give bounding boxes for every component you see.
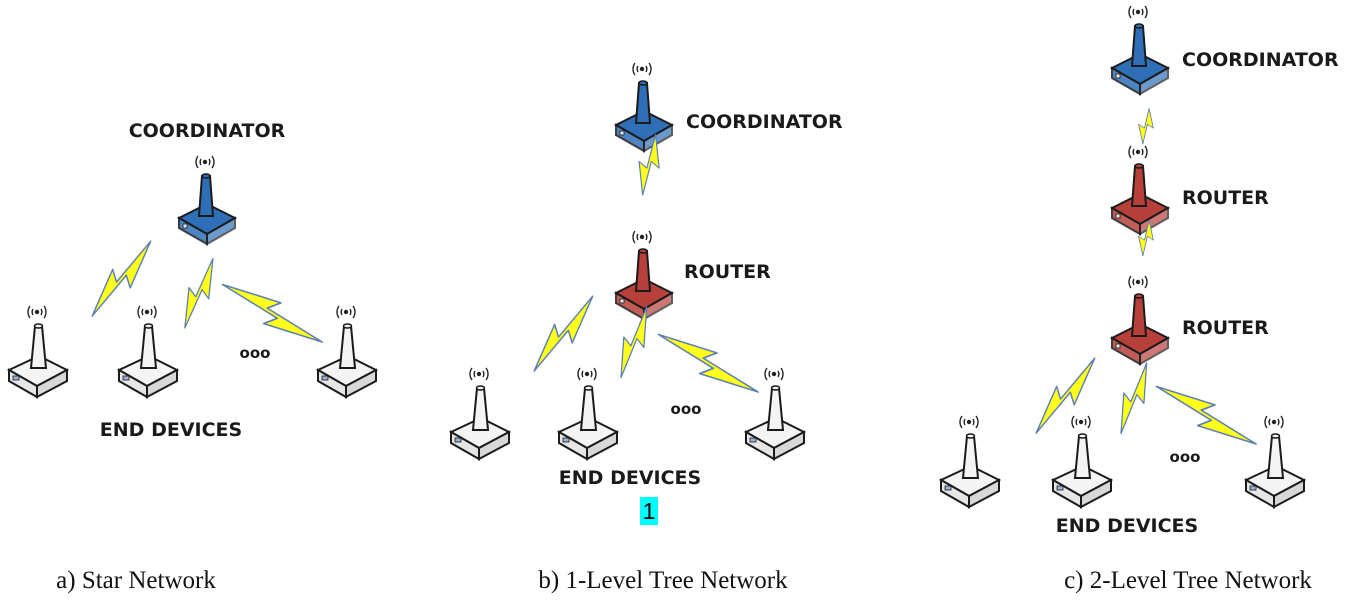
end-device-icon bbox=[119, 306, 177, 397]
ellipsis: ooo bbox=[671, 400, 702, 418]
router-device-icon bbox=[616, 231, 672, 319]
end-device-icon bbox=[746, 368, 804, 459]
router-label: ROUTER bbox=[684, 261, 771, 283]
lightning-link-icon bbox=[523, 287, 604, 380]
lightning-link-icon bbox=[1109, 358, 1158, 438]
end-device-icon bbox=[559, 368, 617, 459]
coordinator-device-icon bbox=[1112, 6, 1168, 94]
end-device-icon bbox=[318, 306, 376, 397]
router-label: ROUTER bbox=[1182, 187, 1269, 209]
panel-1-level-tree-network: COORDINATOR ROUTER ooo END DEVICES 1 b) … bbox=[451, 63, 843, 594]
panel-caption: c) 2-Level Tree Network bbox=[1064, 567, 1312, 594]
end-devices-label: END DEVICES bbox=[1056, 515, 1198, 537]
end-devices-label: END DEVICES bbox=[559, 467, 701, 489]
ellipsis: ooo bbox=[240, 344, 271, 362]
router-label: ROUTER bbox=[1182, 317, 1269, 339]
panel-2-level-tree-network: COORDINATOR ROUTER ROUTER ooo END DEVICE… bbox=[941, 6, 1339, 594]
lightning-link-icon bbox=[1025, 349, 1106, 442]
panel-caption: b) 1-Level Tree Network bbox=[538, 567, 788, 594]
lightning-link-icon bbox=[214, 272, 330, 355]
marker-highlight bbox=[640, 497, 658, 525]
coordinator-device-icon bbox=[616, 63, 672, 151]
end-device-icon bbox=[9, 306, 67, 397]
lightning-link-icon bbox=[650, 322, 766, 405]
coordinator-device-icon bbox=[179, 156, 235, 244]
lightning-link-icon bbox=[1148, 374, 1264, 457]
end-device-icon bbox=[941, 416, 999, 507]
panel-caption: a) Star Network bbox=[56, 567, 216, 594]
ellipsis: ooo bbox=[1170, 448, 1201, 466]
end-device-icon bbox=[451, 368, 509, 459]
lightning-link-icon bbox=[81, 232, 162, 325]
end-device-icon bbox=[1246, 416, 1304, 507]
router-device-icon bbox=[1112, 276, 1168, 364]
coordinator-label: COORDINATOR bbox=[1182, 49, 1339, 71]
end-device-icon bbox=[1053, 416, 1111, 507]
lightning-link-icon bbox=[1134, 106, 1158, 146]
marker-number: 1 bbox=[643, 498, 656, 524]
coordinator-label: COORDINATOR bbox=[686, 111, 843, 133]
lightning-link-icon bbox=[173, 253, 224, 333]
router-device-icon bbox=[1112, 146, 1168, 234]
coordinator-label: COORDINATOR bbox=[129, 120, 286, 142]
panel-star-network: COORDINATOR ooo END DEVICES a) Star Netw… bbox=[9, 120, 376, 594]
end-devices-label: END DEVICES bbox=[100, 419, 242, 441]
